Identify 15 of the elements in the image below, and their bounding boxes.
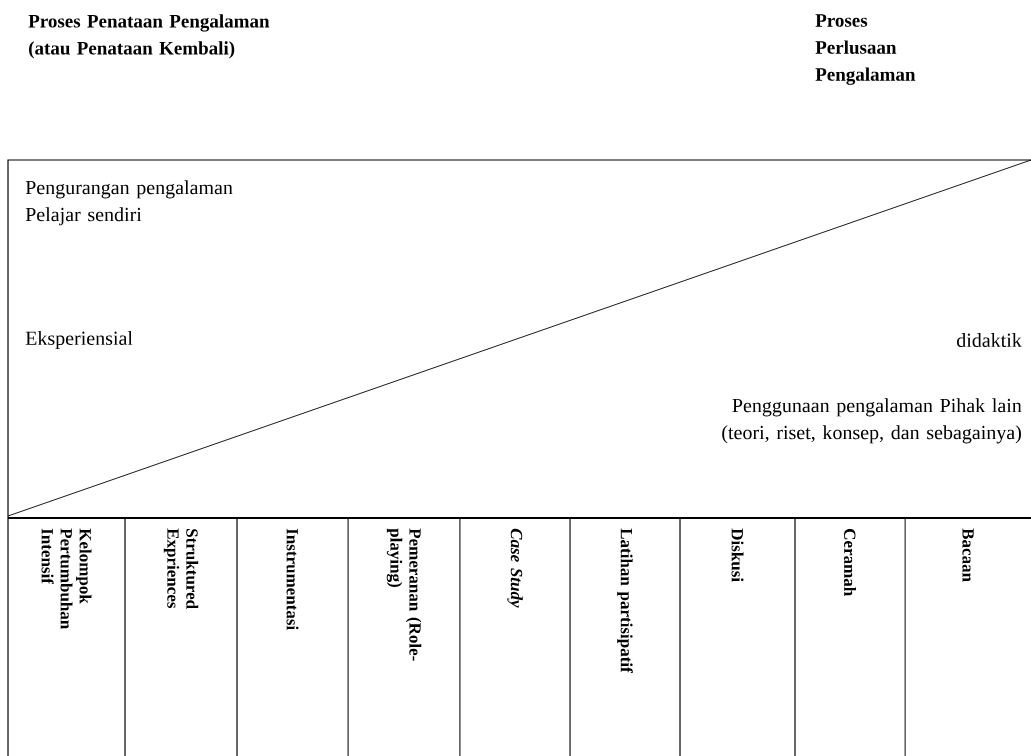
column-label: Ceramah bbox=[844, 529, 856, 596]
column-label: Struktured Expriences bbox=[163, 528, 199, 609]
column-label: Bacaan bbox=[962, 528, 974, 582]
column-label: Diskusi bbox=[731, 528, 744, 582]
region-text: didaktik bbox=[957, 332, 1022, 348]
column-label: Case Study bbox=[507, 528, 523, 608]
heading: Proses Penataan Pengalaman (atau Penataan Kembali) bbox=[28, 14, 270, 59]
column-label: Pemeranan (Role-playing) bbox=[386, 528, 422, 661]
region-text: Pengurangan pengalaman Pelajar sendiri bbox=[25, 180, 233, 226]
column-label: Instrumentasi bbox=[286, 528, 299, 630]
heading: Proses Perlusaan Pengalaman bbox=[815, 14, 916, 85]
column-label: Latihan partisipatif bbox=[617, 528, 633, 673]
column-label: Kelompok Pertumbuhan Intensif bbox=[41, 528, 92, 629]
region-text: Penggunaan pengalaman Pihak lain (teori, riset, konsep, dan sebagainya) bbox=[722, 398, 1022, 444]
region-text: Eksperiensial bbox=[25, 330, 133, 350]
